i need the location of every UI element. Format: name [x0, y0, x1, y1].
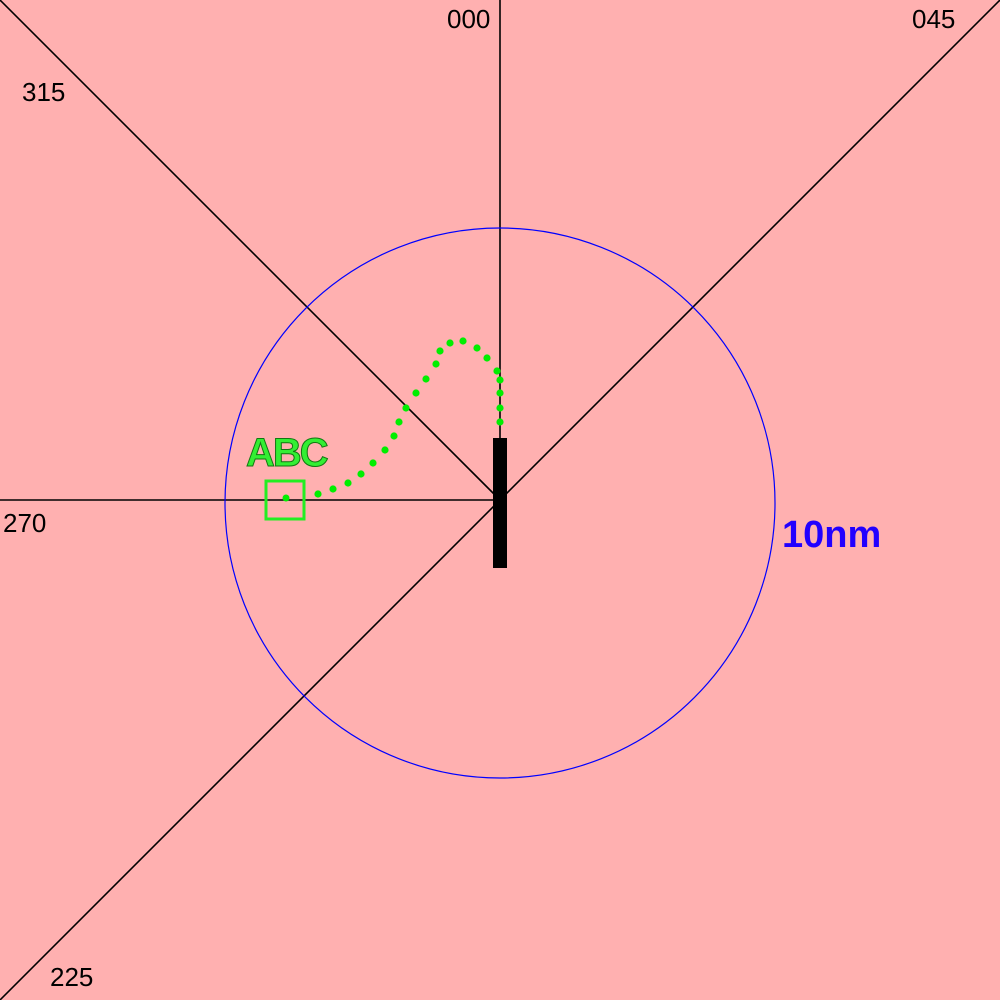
trail-dot [436, 347, 444, 355]
trail-dot [412, 389, 420, 397]
trail-dot [496, 376, 504, 384]
trail-dot [473, 344, 481, 352]
trail-dot [422, 375, 430, 383]
trail-dot [344, 479, 352, 487]
trail-dot [381, 446, 389, 454]
square-target-icon[interactable] [264, 479, 306, 521]
trail-dot [357, 470, 365, 478]
trail-dot [432, 360, 440, 368]
trail-dot [314, 490, 322, 498]
bearing-label-270: 270 [3, 508, 46, 538]
aircraft-callsign[interactable]: ABC [246, 431, 331, 476]
trail-dot [390, 432, 398, 440]
runway-icon [493, 438, 507, 568]
bearing-label-315: 315 [22, 77, 65, 107]
bearing-label-225: 225 [50, 962, 93, 992]
bearing-label-045: 045 [912, 4, 955, 34]
trail-dot [402, 404, 410, 412]
range-ring-10nm [224, 227, 776, 779]
trail-dot [496, 404, 504, 412]
trail-dot [395, 418, 403, 426]
trail-dot [493, 367, 501, 375]
trail-dot [329, 485, 337, 493]
trail-dot [369, 459, 377, 467]
aircraft-trail [314, 337, 504, 498]
range-label: 10nm [782, 514, 881, 556]
bearing-line-315 [0, 0, 501, 501]
trail-dot [446, 339, 454, 347]
trail-dot [459, 337, 467, 345]
bearing-label-000: 000 [447, 4, 490, 34]
trail-dot [483, 354, 491, 362]
aircraft-target[interactable] [264, 479, 306, 521]
trail-dot [496, 389, 504, 397]
target-center-dot [282, 494, 290, 502]
trail-dot [496, 418, 504, 426]
